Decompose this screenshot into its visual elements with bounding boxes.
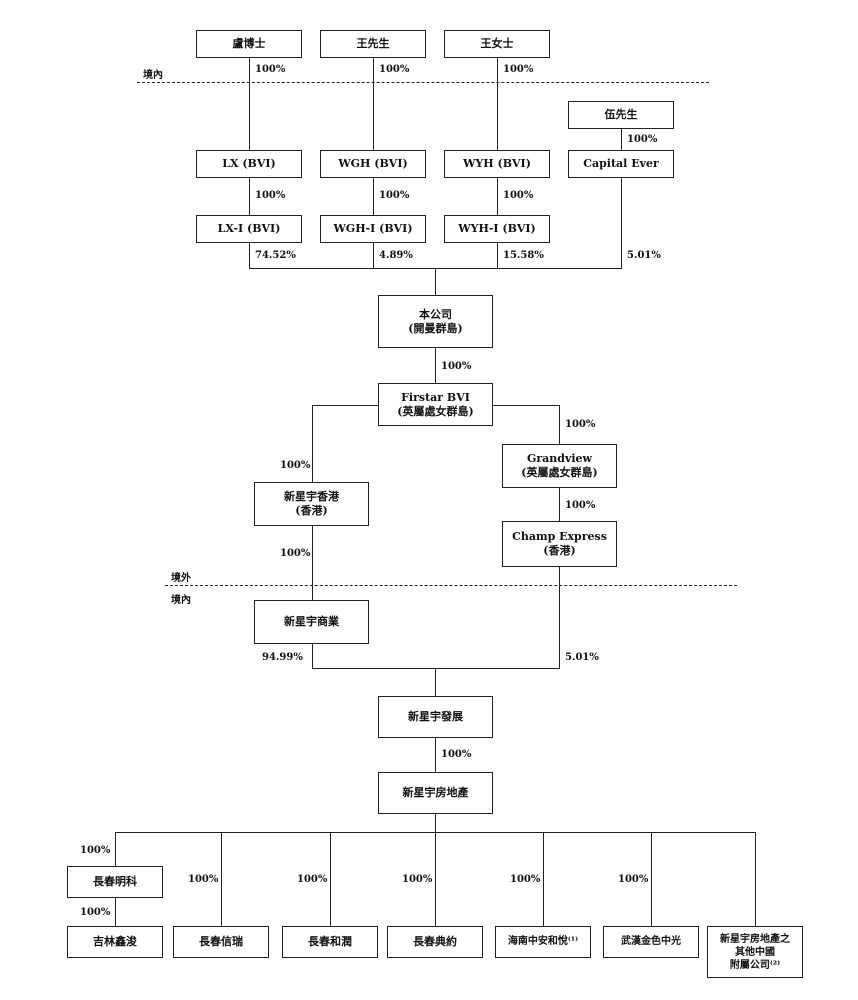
entity-label: 長春信瑞: [199, 935, 243, 948]
entity-capital-ever: Capital Ever: [568, 150, 674, 178]
pct-lx-lx1: 100%: [255, 190, 286, 201]
entity-champ-express: Champ Express (香港): [502, 521, 617, 567]
pct-lu-lx: 100%: [255, 64, 286, 75]
entity-xxy-hk: 新星宇香港 (香港): [254, 482, 369, 526]
pct-firstar-grandview: 100%: [565, 419, 596, 430]
entity-label: WGH-I (BVI): [333, 222, 413, 235]
entity-label: LX (BVI): [222, 157, 276, 170]
entity-company: 本公司 (開曼群島): [378, 295, 493, 348]
entity-label: 王先生: [356, 37, 390, 50]
region-label-onshore-bottom: 境內: [171, 595, 191, 606]
entity-firstar-bvi: Firstar BVI (英屬處女群島): [378, 383, 493, 426]
region-label-offshore: 境外: [171, 573, 191, 584]
entity-mr-wu: 伍先生: [568, 101, 674, 129]
pct-grandview-champ: 100%: [565, 500, 596, 511]
entity-label: 武漢金色中光: [621, 936, 681, 947]
pct-lx1-company: 74.52%: [255, 250, 296, 261]
pct-company-firstar: 100%: [441, 361, 472, 372]
entity-cc-mingke: 長春明科: [67, 866, 163, 898]
entity-label: WGH (BVI): [338, 157, 408, 170]
onshore-boundary-top: [137, 82, 709, 83]
pct-wyh1-company: 15.58%: [503, 250, 544, 261]
entity-label: WYH (BVI): [463, 157, 531, 170]
entity-jilin-xinjun: 吉林鑫浚: [67, 926, 163, 958]
entity-label: LX-I (BVI): [217, 222, 281, 235]
pct-wu-capital: 100%: [627, 134, 658, 145]
entity-ms-wang: 王女士: [444, 30, 550, 58]
entity-hainan: 海南中安和悅⁽¹⁾: [495, 926, 591, 958]
entity-name: Grandview: [526, 452, 593, 465]
pct-champ-development: 5.01%: [565, 652, 599, 663]
entity-label: Capital Ever: [583, 157, 659, 170]
entity-name: 本公司: [419, 307, 452, 321]
entity-name: Champ Express: [512, 530, 607, 543]
entity-cc-xinrui: 長春信瑞: [173, 926, 269, 958]
pct-firstar-hk: 100%: [280, 460, 311, 471]
entity-label: 盧博士: [232, 37, 266, 50]
entity-name: 新星宇香港: [284, 490, 339, 503]
entity-grandview: Grandview (英屬處女群島): [502, 444, 617, 488]
pct-re-wuhan: 100%: [618, 874, 649, 885]
entity-name: Firstar BVI: [401, 390, 470, 404]
entity-lx-bvi: LX (BVI): [196, 150, 302, 178]
pct-re-xinrui: 100%: [188, 874, 219, 885]
entity-lx1-bvi: LX-I (BVI): [196, 215, 302, 243]
pct-ms-wang-wyh: 100%: [503, 64, 534, 75]
entity-xxy-commerce: 新星宇商業: [254, 600, 369, 644]
entity-place: (香港): [295, 504, 328, 517]
entity-mr-wang: 王先生: [320, 30, 426, 58]
entity-label-line: 附屬公司⁽²⁾: [729, 959, 781, 971]
pct-wgh-wgh1: 100%: [379, 190, 410, 201]
entity-cc-herun: 長春和潤: [282, 926, 378, 958]
entity-place: (香港): [543, 544, 576, 557]
entity-place: (開曼群島): [408, 321, 463, 335]
region-label-onshore-top: 境內: [143, 70, 163, 81]
entity-wyh-bvi: WYH (BVI): [444, 150, 550, 178]
entity-wgh1-bvi: WGH-I (BVI): [320, 215, 426, 243]
pct-capital-company: 5.01%: [627, 250, 661, 261]
entity-label: 長春和潤: [308, 935, 352, 948]
pct-wgh1-company: 4.89%: [379, 250, 413, 261]
offshore-boundary-bottom: [165, 585, 737, 586]
pct-re-herun: 100%: [297, 874, 328, 885]
entity-label-line: 其他中國: [735, 946, 775, 958]
entity-label: 新星宇房地產: [402, 786, 469, 799]
pct-wang-wgh: 100%: [379, 64, 410, 75]
entity-xxy-development: 新星宇發展: [378, 696, 493, 738]
entity-label: 王女士: [480, 37, 514, 50]
pct-re-dianyue: 100%: [402, 874, 433, 885]
entity-label: 海南中安和悅⁽¹⁾: [507, 936, 579, 947]
entity-wgh-bvi: WGH (BVI): [320, 150, 426, 178]
entity-label: 新星宇商業: [284, 615, 339, 628]
entity-cc-dianyue: 長春典約: [387, 926, 483, 958]
entity-place: (英屬處女群島): [521, 466, 598, 479]
pct-development-realestate: 100%: [441, 749, 472, 760]
entity-label: 吉林鑫浚: [93, 935, 137, 948]
entity-label: 長春典約: [413, 935, 457, 948]
entity-label: 長春明科: [93, 875, 137, 888]
entity-dr-lu: 盧博士: [196, 30, 302, 58]
entity-wuhan: 武漢金色中光: [603, 926, 699, 958]
pct-re-hainan: 100%: [510, 874, 541, 885]
pct-re-mingke: 100%: [80, 845, 111, 856]
entity-xxy-realestate: 新星宇房地產: [378, 772, 493, 814]
entity-label: 新星宇發展: [408, 710, 463, 723]
pct-wyh-wyh1: 100%: [503, 190, 534, 201]
entity-place: (英屬處女群島): [397, 404, 474, 418]
pct-mingke-jilin: 100%: [80, 907, 111, 918]
entity-wyh1-bvi: WYH-I (BVI): [444, 215, 550, 243]
entity-label-line: 新星宇房地產之: [720, 933, 790, 945]
entity-label: 伍先生: [604, 108, 638, 121]
pct-hk-commerce: 100%: [280, 548, 311, 559]
entity-label: WYH-I (BVI): [458, 222, 536, 235]
pct-commerce-development: 94.99%: [262, 652, 303, 663]
entity-other-subsidiaries: 新星宇房地產之 其他中國 附屬公司⁽²⁾: [707, 926, 803, 978]
